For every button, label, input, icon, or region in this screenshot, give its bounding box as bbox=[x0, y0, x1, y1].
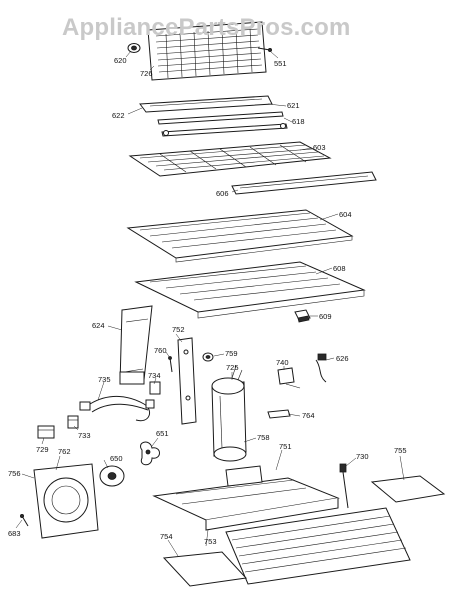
spring-clip-part bbox=[267, 409, 291, 419]
label-551: 551 bbox=[274, 59, 287, 68]
label-735: 735 bbox=[98, 375, 111, 384]
label-752: 752 bbox=[172, 325, 185, 334]
duct-part bbox=[119, 305, 153, 385]
wire-shelf bbox=[128, 141, 332, 177]
label-764: 764 bbox=[302, 411, 315, 420]
terminal-block-part bbox=[37, 425, 55, 439]
clip-part bbox=[294, 309, 311, 323]
label-754: 754 bbox=[160, 532, 173, 541]
leader-lines bbox=[15, 50, 405, 557]
capacitor-part bbox=[149, 381, 161, 395]
label-604: 604 bbox=[339, 210, 352, 219]
label-730: 730 bbox=[356, 452, 369, 461]
label-608: 608 bbox=[333, 264, 346, 273]
label-620: 620 bbox=[114, 56, 127, 65]
relay-part bbox=[277, 367, 301, 389]
drain-trough bbox=[139, 95, 273, 113]
label-650: 650 bbox=[110, 454, 123, 463]
rail-part bbox=[161, 123, 288, 137]
label-609: 609 bbox=[319, 312, 332, 321]
floor-panel bbox=[134, 261, 366, 319]
overload-part bbox=[67, 415, 79, 429]
evaporator-coil bbox=[147, 21, 267, 81]
label-740: 740 bbox=[276, 358, 289, 367]
watermark-text: AppliancePartsPros.com bbox=[62, 14, 351, 41]
screw-part bbox=[257, 47, 272, 53]
label-762: 762 bbox=[58, 447, 71, 456]
label-759: 759 bbox=[225, 349, 238, 358]
compressor-part bbox=[211, 365, 247, 462]
base-tray bbox=[152, 465, 340, 531]
label-624: 624 bbox=[92, 321, 105, 330]
fan-shroud bbox=[33, 463, 99, 539]
bracket-part bbox=[177, 337, 197, 425]
label-734: 734 bbox=[148, 371, 161, 380]
label-651: 651 bbox=[156, 429, 169, 438]
wire-harness bbox=[79, 396, 155, 422]
screw-part-lower bbox=[19, 514, 29, 527]
label-603: 603 bbox=[313, 143, 326, 152]
label-755: 755 bbox=[394, 446, 407, 455]
fan-motor bbox=[99, 465, 125, 487]
rod-part bbox=[157, 111, 284, 125]
label-683: 683 bbox=[8, 529, 21, 538]
label-606: 606 bbox=[216, 189, 229, 198]
shelf-panel bbox=[126, 209, 354, 263]
cover-plate bbox=[370, 475, 446, 503]
label-726: 726 bbox=[140, 69, 153, 78]
label-751: 751 bbox=[279, 442, 292, 451]
fan-blade bbox=[140, 441, 160, 466]
label-760: 760 bbox=[154, 346, 167, 355]
label-725: 725 bbox=[226, 363, 239, 372]
base-plate bbox=[162, 551, 248, 587]
power-cord-part bbox=[315, 353, 327, 383]
condenser-coil bbox=[225, 463, 411, 585]
label-733: 733 bbox=[78, 431, 91, 440]
label-618: 618 bbox=[292, 117, 305, 126]
label-621: 621 bbox=[287, 101, 300, 110]
grommet-part bbox=[202, 352, 214, 362]
label-626: 626 bbox=[336, 354, 349, 363]
small-screw-part bbox=[168, 356, 173, 373]
label-758: 758 bbox=[257, 433, 270, 442]
label-622: 622 bbox=[112, 111, 125, 120]
label-756: 756 bbox=[8, 469, 21, 478]
knob-part bbox=[127, 43, 141, 53]
label-729: 729 bbox=[36, 445, 49, 454]
front-rail bbox=[231, 171, 377, 195]
label-753: 753 bbox=[204, 537, 217, 546]
